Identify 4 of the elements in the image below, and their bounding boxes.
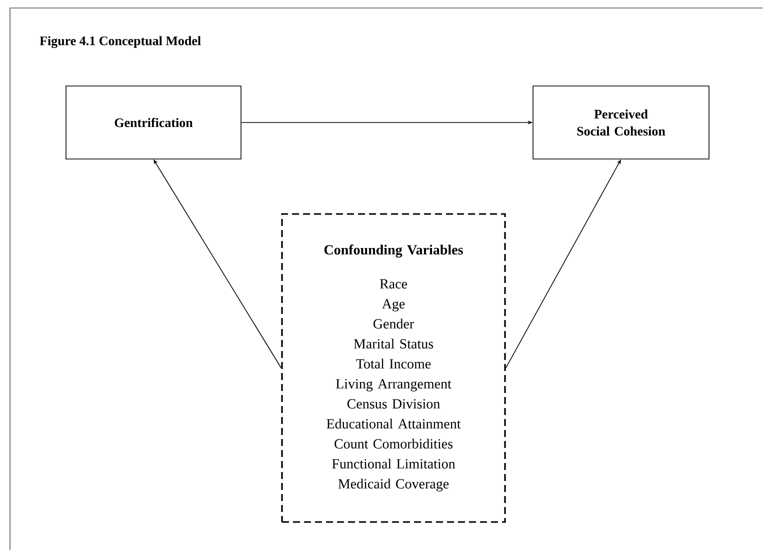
- figure-title: Figure 4.1 Conceptual Model: [40, 36, 201, 48]
- concept-box: Gentrification: [66, 86, 242, 160]
- concept-box: Perceived Social Cohesion: [532, 86, 710, 160]
- variables-box: Confounding Variables Race Age Gender Marital Status Total Income Living Arrangement Census Division Educational Attainment Count Comorbidities Functional Limitation Medicaid Coverage: [281, 213, 506, 523]
